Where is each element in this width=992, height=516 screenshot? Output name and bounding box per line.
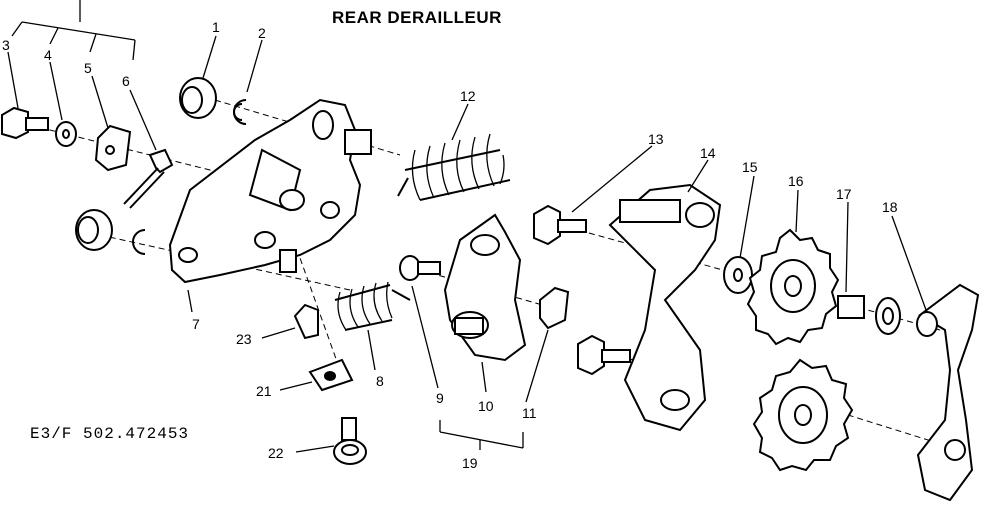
bushing-part-1 [179, 77, 217, 119]
callout-15: 15 [742, 159, 758, 175]
group-bracket-bottom [439, 420, 524, 450]
diagram-title: REAR DERAILLEUR [332, 8, 502, 27]
callout-3: 3 [2, 37, 10, 53]
cage-part-18 [916, 283, 980, 502]
callout-14: 14 [700, 145, 716, 161]
leader-lines [7, 35, 927, 453]
bolt-part-13 [533, 204, 587, 246]
callout-13: 13 [648, 131, 664, 147]
callout-23: 23 [236, 331, 252, 347]
part-code: E3/F 502.472453 [30, 425, 190, 443]
pulley-part-16 [746, 228, 840, 346]
callout-numbers: 1 2 3 4 5 6 7 8 9 10 11 12 13 14 15 16 1… [2, 19, 898, 471]
clip-lower [132, 229, 146, 255]
callout-10: 10 [478, 398, 494, 414]
bolt-part-3 [1, 106, 49, 140]
spring-part-12 [397, 133, 511, 201]
bolt-part-9 [399, 255, 441, 281]
callout-11: 11 [522, 405, 537, 421]
bushing-part-17 [837, 295, 901, 335]
callout-19: 19 [462, 455, 478, 471]
bolt-lower [577, 334, 631, 376]
washer-part-15 [723, 256, 753, 294]
callout-4: 4 [44, 47, 52, 63]
spring-part-8 [334, 281, 411, 331]
callout-17: 17 [836, 186, 852, 202]
group-bracket-top [11, 0, 136, 61]
callout-22: 22 [268, 445, 284, 461]
plate-part-5 [94, 124, 132, 172]
callout-21: 21 [256, 383, 272, 399]
callout-6: 6 [122, 73, 130, 89]
part-21 [308, 358, 354, 392]
callout-18: 18 [882, 199, 898, 215]
bushing-lower [75, 209, 113, 251]
washer-part-4 [55, 121, 77, 147]
body-part-7 [168, 98, 372, 284]
screw-part-22 [333, 417, 367, 465]
cage-plate-part-14 [608, 183, 722, 432]
clip-part-2 [233, 99, 247, 125]
callout-2: 2 [258, 25, 266, 41]
callout-1: 1 [212, 19, 220, 35]
callout-7: 7 [192, 316, 200, 332]
pin-part-6 [123, 148, 174, 209]
cage-plate-part-10 [443, 213, 527, 362]
callout-5: 5 [84, 60, 92, 76]
pulley-lower [752, 358, 854, 472]
callout-12: 12 [460, 88, 476, 104]
callout-8: 8 [376, 373, 384, 389]
guide-part-11 [539, 286, 570, 330]
part-23 [293, 303, 319, 340]
callout-9: 9 [436, 390, 444, 406]
callout-16: 16 [788, 173, 804, 189]
